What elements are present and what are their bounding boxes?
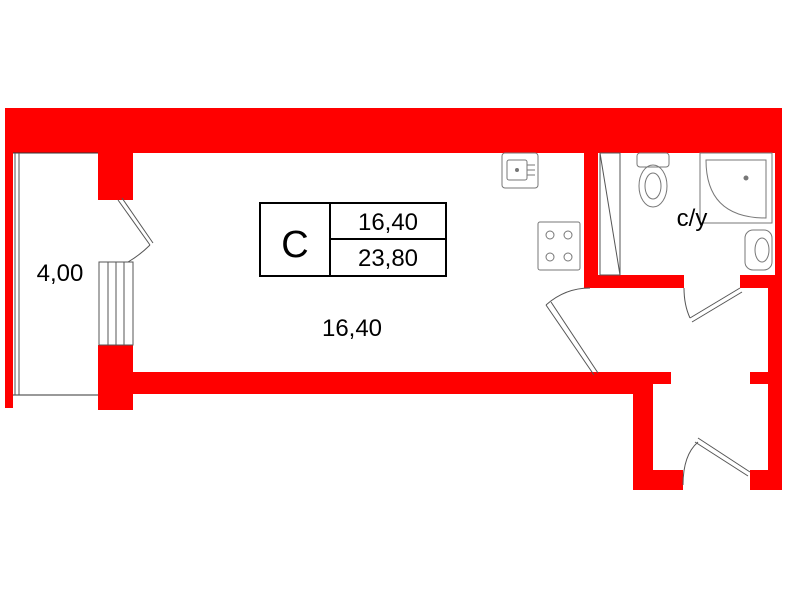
wall-corridor-left-stub	[653, 372, 671, 384]
wall-bath-left	[584, 108, 598, 288]
balcony-door	[98, 197, 154, 346]
wall-corridor-left	[633, 372, 653, 490]
bath-partition	[599, 152, 621, 276]
bath-door	[683, 287, 743, 323]
wall-right-upper	[775, 108, 782, 288]
sink-icon	[501, 152, 539, 189]
apartment-type-letter: С	[281, 224, 308, 266]
toilet-icon	[636, 152, 670, 208]
wall-top	[5, 108, 780, 153]
wall-entry-right	[750, 470, 782, 490]
main-room-area: 16,40	[322, 315, 382, 342]
balcony-glazing	[14, 153, 20, 395]
wall-outlines	[13, 152, 98, 396]
shower-icon	[699, 152, 773, 224]
washbasin-icon	[744, 229, 773, 271]
walls	[5, 108, 782, 490]
balcony-area: 4,00	[37, 260, 84, 287]
wall-corridor-right-stub	[750, 372, 782, 384]
living-area-value: 16,40	[358, 209, 418, 236]
info-box: С 16,40 23,80	[259, 202, 447, 277]
total-area-value: 23,80	[358, 245, 418, 272]
room-door	[545, 287, 599, 376]
bathroom-label: с/у	[677, 205, 708, 232]
wall-left-room-upper	[98, 108, 133, 200]
stove-icon	[537, 221, 581, 271]
wall-bath-bottom	[584, 275, 684, 288]
entry-door	[682, 437, 751, 486]
wall-bottom	[98, 372, 638, 394]
wall-entry-left	[633, 470, 683, 490]
wall-left-outer	[5, 108, 13, 408]
